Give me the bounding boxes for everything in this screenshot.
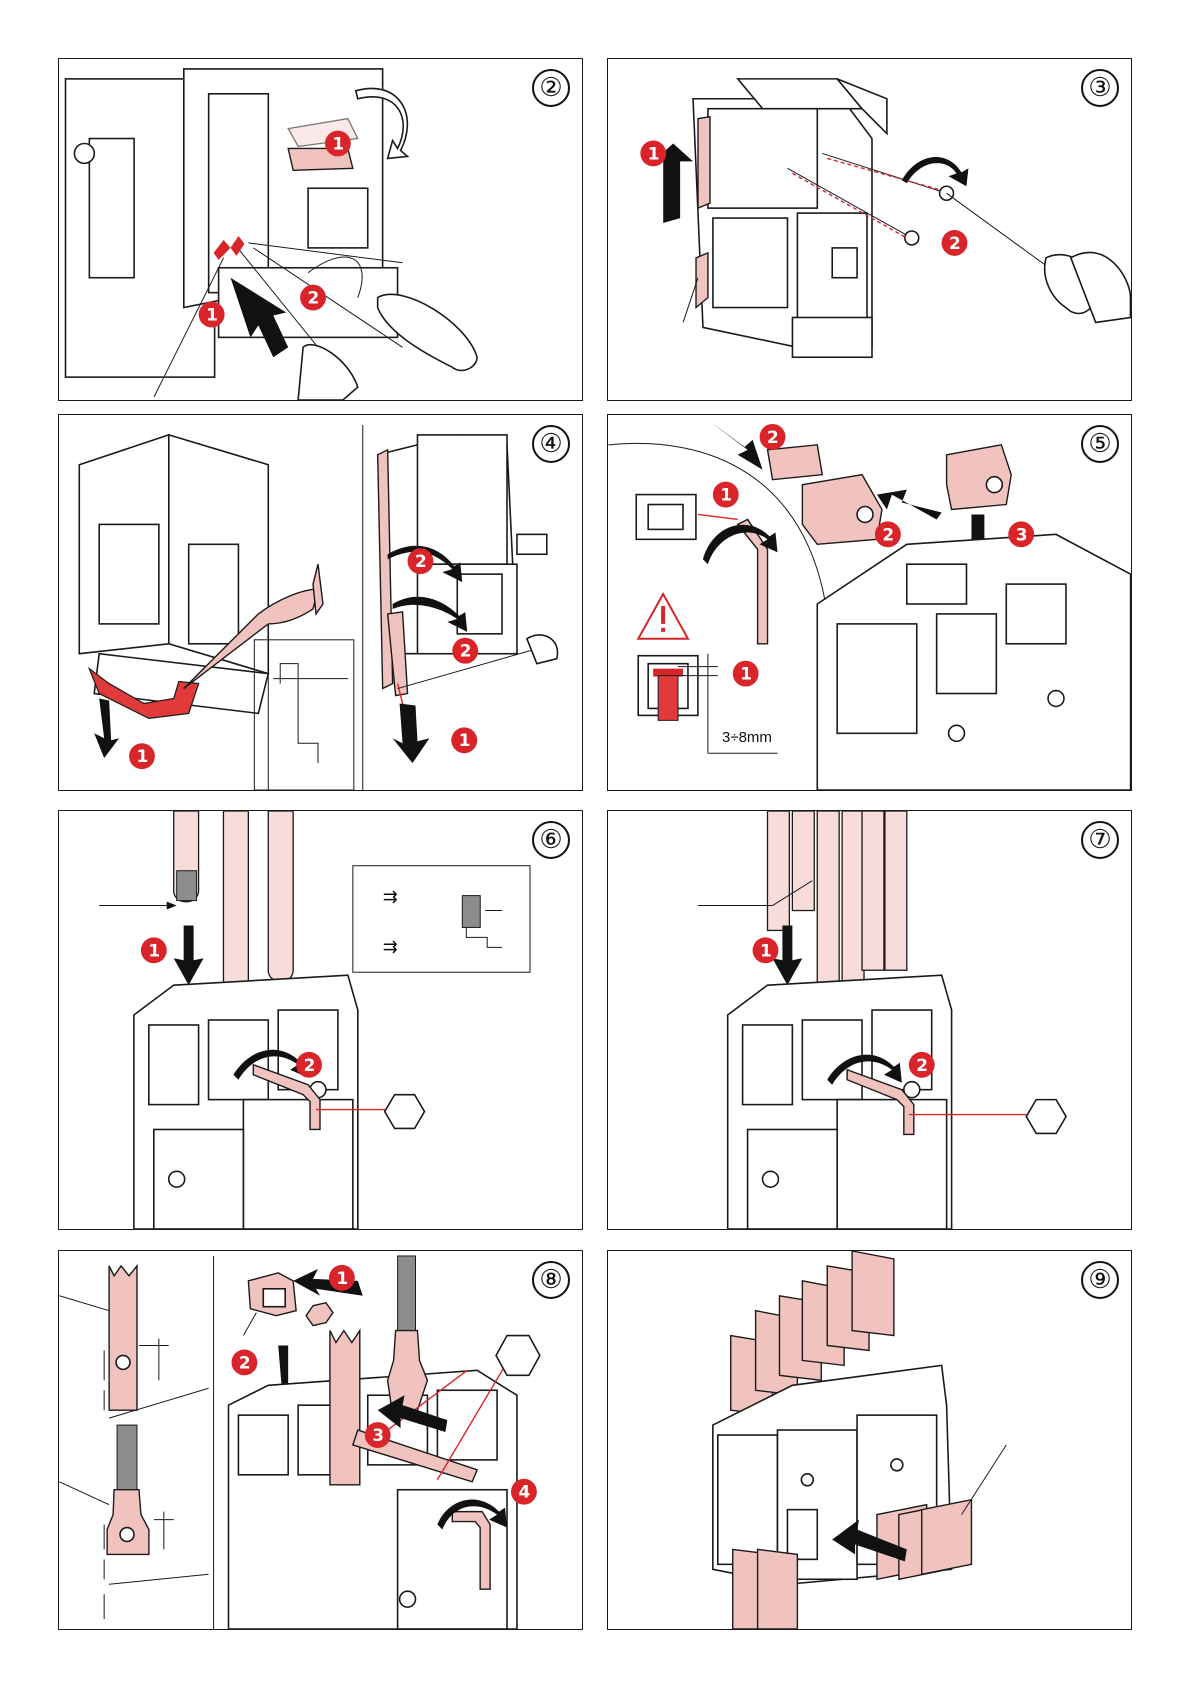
nut-icon — [306, 1303, 333, 1326]
cable-lug-detail — [59, 1425, 208, 1619]
svg-text:1: 1 — [148, 940, 160, 960]
svg-text:⇉: ⇉ — [383, 936, 398, 957]
step-number: ⑧ — [532, 1261, 570, 1299]
badge-2-top: 2 — [408, 548, 434, 574]
step-number: ⑨ — [1081, 1261, 1119, 1299]
illustration-cover-removal: 1 2 — [608, 59, 1131, 400]
insert-arrow-icon — [174, 925, 204, 985]
badge-1-bottom: 1 — [199, 302, 225, 328]
hexagon-icon — [1026, 1100, 1066, 1134]
svg-text:1: 1 — [136, 746, 148, 766]
step-number: ⑦ — [1081, 821, 1119, 859]
illustration-lug-connection: 1 2 3 4 — [59, 1251, 582, 1629]
badge-2: 2 — [909, 1052, 935, 1078]
cover-plate-icon — [768, 445, 823, 480]
badge-1-right: 1 — [451, 727, 477, 753]
svg-text:2: 2 — [308, 288, 320, 308]
svg-text:2: 2 — [767, 427, 779, 447]
warning-triangle-icon — [638, 594, 688, 639]
step-number: ⑥ — [532, 821, 570, 859]
illustration-handle-removal: 1 1 2 — [59, 59, 582, 400]
badge-1-left: 1 — [129, 743, 155, 769]
busbar-lug-detail — [59, 1266, 208, 1418]
badge-1-dimension: 1 — [733, 661, 759, 687]
pull-arrow-icon — [94, 698, 119, 758]
badge-1: 1 — [329, 1265, 355, 1291]
badge-1: 1 — [640, 141, 666, 167]
legend-inset: ⇉ ⇉ — [353, 866, 530, 972]
breaker-body — [65, 69, 397, 377]
busbar-upright — [330, 1331, 360, 1485]
badge-3: 3 — [1008, 521, 1034, 547]
svg-text:3: 3 — [1016, 524, 1028, 544]
badge-4: 4 — [511, 1479, 537, 1505]
panel-step-2: 1 1 2 ② — [58, 58, 583, 401]
badge-3: 3 — [365, 1422, 391, 1448]
rail-detail-inset — [254, 640, 353, 790]
insert-arrow-icon — [708, 420, 763, 470]
breaker-body — [134, 975, 358, 1229]
svg-text:1: 1 — [336, 1268, 348, 1288]
svg-text:1: 1 — [648, 143, 660, 163]
step-number: ③ — [1081, 69, 1119, 107]
terminal-block — [243, 1273, 296, 1336]
svg-text:1: 1 — [740, 664, 752, 684]
pull-arrow-icon — [393, 703, 430, 763]
step-number: ④ — [532, 425, 570, 463]
badge-2: 2 — [300, 285, 326, 311]
panel-step-7: 1 2 ⑦ — [607, 810, 1132, 1230]
badge-2: 2 — [942, 230, 968, 256]
panel-step-4: 1 2 2 1 ④ — [58, 414, 583, 791]
hexagon-icon — [385, 1095, 425, 1129]
badge-1: 1 — [753, 937, 779, 963]
breaker-top — [817, 534, 1130, 790]
svg-text:4: 4 — [518, 1482, 530, 1502]
svg-text:2: 2 — [415, 551, 427, 571]
panel-step-8: 1 2 3 4 ⑧ — [58, 1250, 583, 1630]
step-number: ⑤ — [1081, 425, 1119, 463]
badge-2: 2 — [231, 1349, 257, 1375]
breaker-body — [728, 975, 952, 1229]
svg-text:2: 2 — [304, 1055, 316, 1075]
breaker-body — [693, 79, 887, 357]
svg-text:1: 1 — [459, 730, 471, 750]
badge-2-top: 2 — [760, 424, 786, 450]
svg-text:2: 2 — [949, 233, 961, 253]
illustration-phase-barriers — [608, 1251, 1131, 1629]
svg-text:2: 2 — [882, 524, 894, 544]
svg-text:1: 1 — [206, 304, 218, 324]
illustration-din-rail-removal: 1 2 2 1 — [59, 415, 582, 790]
svg-text:2: 2 — [916, 1055, 928, 1075]
svg-text:1: 1 — [720, 485, 732, 505]
svg-text:1: 1 — [332, 133, 344, 153]
illustration-busbar-connection: 1 2 — [608, 811, 1131, 1229]
badge-2-bottom: 2 — [452, 638, 478, 664]
panel-step-5: 2 1 2 3 1 3÷8mm ⑤ — [607, 414, 1132, 791]
side-cover-highlight — [698, 117, 710, 208]
svg-text:2: 2 — [460, 641, 472, 661]
panel-step-9: ⑨ — [607, 1250, 1132, 1630]
screwdriver-icon — [947, 193, 1131, 322]
hex-key-icon — [738, 519, 768, 643]
badge-2-middle: 2 — [875, 521, 901, 547]
panel-step-3: 1 2 ③ — [607, 58, 1132, 401]
breaker-left — [79, 435, 268, 714]
slide-arrow-icon — [877, 490, 942, 520]
svg-text:⇉: ⇉ — [383, 887, 398, 908]
badge-1-clamp: 1 — [713, 482, 739, 508]
clamp-dimension-label: 3÷8mm — [722, 729, 772, 746]
svg-text:2: 2 — [239, 1352, 251, 1372]
badge-2: 2 — [296, 1052, 322, 1078]
step-number: ② — [532, 69, 570, 107]
badge-1-top: 1 — [325, 131, 351, 157]
svg-text:1: 1 — [760, 940, 772, 960]
badge-1: 1 — [141, 937, 167, 963]
panel-step-6: ⇉ ⇉ 1 2 ⑥ — [58, 810, 583, 1230]
illustration-terminal-mounting: 2 1 2 3 1 — [608, 415, 1131, 790]
illustration-cable-connection: ⇉ ⇉ 1 2 — [59, 811, 582, 1229]
svg-text:3: 3 — [372, 1425, 384, 1445]
